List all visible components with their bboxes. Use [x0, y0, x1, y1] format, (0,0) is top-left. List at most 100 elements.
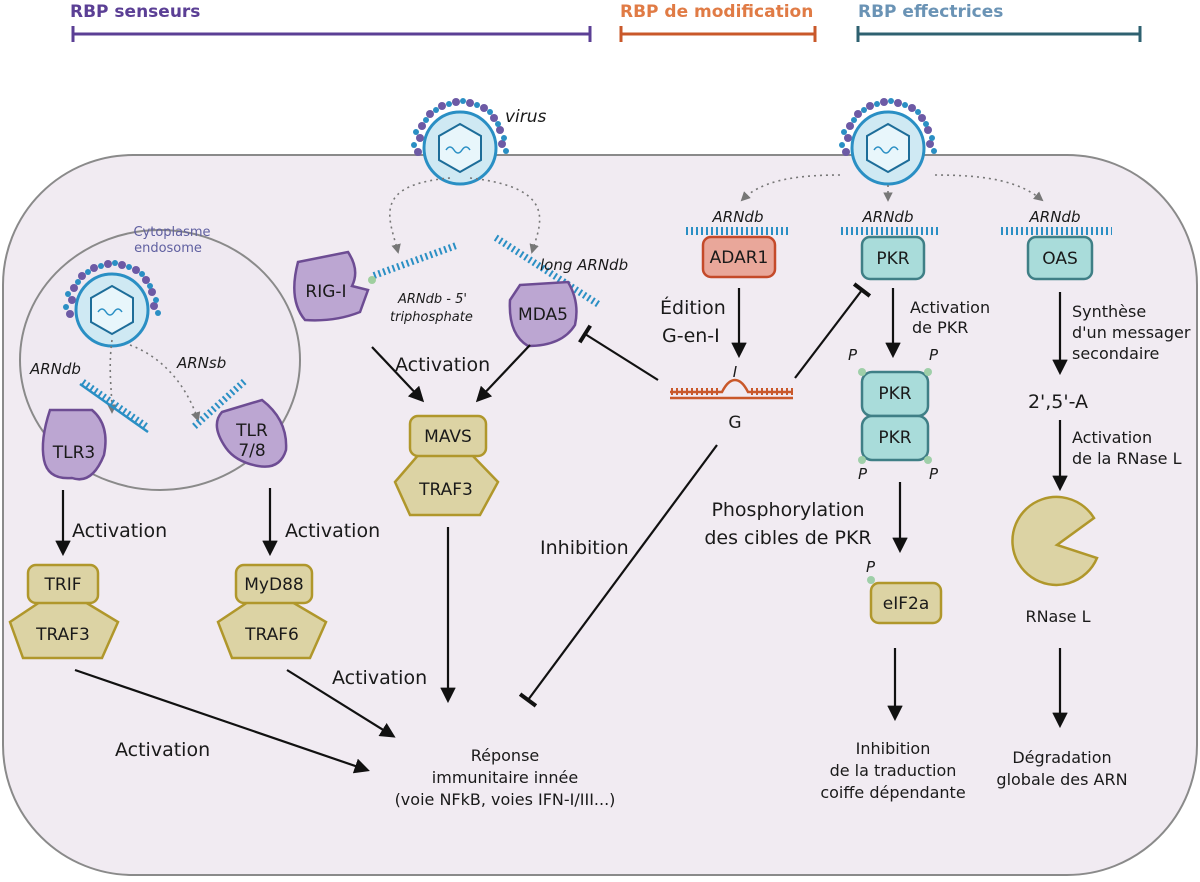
phospho-label-1: Phosphorylation [711, 499, 864, 521]
synthesis-label-1: Synthèse [1072, 302, 1146, 321]
inhibit-response [518, 444, 718, 708]
virus-label: virus [505, 107, 547, 127]
inhib-translation-line-1: Inhibition [856, 739, 931, 758]
p-mark-5: P [866, 558, 876, 576]
eif2a-label: eIF2a [883, 594, 929, 614]
header-modification: RBP de modification [620, 2, 813, 22]
eif2a-phospho-dot [867, 576, 875, 584]
activation-mavs-label: Activation [395, 354, 490, 376]
oas-node [1026, 235, 1094, 281]
bar-sensors [71, 26, 592, 42]
response-line-2: immunitaire innée [432, 768, 578, 787]
trif-label: TRIF [44, 575, 82, 595]
adar1-label: ADAR1 [710, 248, 769, 268]
pkr-dimer-bottom-label: PKR [878, 428, 911, 448]
i-mark: I [733, 363, 738, 381]
activation-trif-label: Activation [72, 520, 167, 542]
degradation-line-1: Dégradation [1012, 748, 1111, 767]
triphosphate-dot [368, 276, 376, 284]
rnasel-node [1011, 495, 1099, 587]
inhib-translation-line-3: coiffe dépendante [820, 783, 965, 802]
cell-membrane [2, 154, 1198, 876]
mda5-node [508, 280, 578, 348]
arndb-left-label: ARNdb [29, 360, 81, 378]
edited-dsrna [670, 378, 793, 400]
inhibition-label: Inhibition [540, 537, 629, 559]
g-mark: G [728, 413, 741, 433]
mavs-node [408, 414, 488, 458]
arrow-traf6-response [286, 669, 396, 738]
pkr-activation-label-2: de PKR [912, 318, 968, 337]
response-line-1: Réponse [471, 746, 540, 765]
arnsb-label: ARNsb [176, 354, 226, 372]
inhibit-pkr [794, 282, 872, 379]
adar1-node [701, 235, 777, 279]
p-mark-2: P [929, 346, 939, 364]
myd88-node [234, 563, 314, 605]
inhib-translation-line-2: de la traduction [830, 761, 957, 780]
cytoplasm-label: Cytoplasme [133, 225, 210, 240]
inhibit-mda5 [578, 324, 659, 381]
dsrna-adar [685, 227, 790, 235]
arndb-5p-label-2: triphosphate [390, 310, 473, 325]
dotted-arrow-tlr78 [129, 344, 201, 422]
ssrna-tlr78 [191, 377, 249, 430]
tlr3-receptor [41, 408, 107, 481]
phospho-dots [858, 368, 932, 464]
pkr-dimer-top-label: PKR [878, 384, 911, 404]
activation-myd88-label: Activation [285, 520, 380, 542]
trif-node [26, 563, 100, 605]
header-sensors: RBP senseurs [70, 2, 200, 22]
synthesis-label-2: d'un messager [1072, 323, 1191, 342]
edition-label-1: Édition [660, 296, 726, 319]
dotted-arrow-oas [934, 174, 1044, 202]
long-arndb-label: long ARNdb [540, 256, 628, 274]
pkr-dimer-bottom [860, 414, 930, 462]
p-mark-1: P [848, 346, 858, 364]
arndb-5p-label-1: ARNdb - 5' [397, 292, 467, 307]
activation-bottom-label: Activation [115, 739, 210, 761]
oas-label: OAS [1042, 249, 1078, 269]
p-mark-4: P [929, 465, 939, 483]
rnase-activation-label-1: Activation [1072, 428, 1152, 447]
activation-response-label: Activation [332, 667, 427, 689]
dsrna-tlr3-backbone [79, 382, 149, 434]
endosome-label: endosome [134, 241, 202, 256]
mavs-label: MAVS [424, 427, 472, 447]
arndb-pkr-label: ARNdb [862, 208, 914, 226]
tlr78-label-2: 7/8 [238, 441, 265, 461]
traf3-left-label: TRAF3 [35, 625, 90, 645]
tlr78-receptor [215, 398, 288, 468]
dsrna-pkr [838, 227, 938, 235]
myd88-label: MyD88 [244, 575, 303, 595]
two-five-a-label: 2',5'-A [1028, 391, 1088, 413]
arrow-traf3-response [74, 668, 370, 774]
traf6-label: TRAF6 [244, 625, 299, 645]
rnasel-label: RNase L [1025, 607, 1090, 626]
edition-label-2: G-en-I [662, 325, 720, 347]
bar-modification [619, 26, 817, 42]
p-mark-3: P [858, 465, 868, 483]
rnase-activation-label-2: de la RNase L [1072, 449, 1182, 468]
pkr-label: PKR [876, 249, 909, 269]
response-line-3: (voie NFkB, voies IFN-I/III...) [395, 790, 616, 809]
eif2a-node [869, 581, 943, 625]
pkr-node [860, 235, 926, 281]
phospho-label-2: des cibles de PKR [704, 527, 871, 549]
degradation-line-2: globale des ARN [996, 770, 1127, 789]
pkr-activation-label-1: Activation [910, 298, 990, 317]
long-dsrna-mda5 [492, 234, 602, 309]
synthesis-label-3: secondaire [1072, 344, 1159, 363]
bar-effectors [856, 26, 1142, 42]
arrow-mda5-mavs [475, 344, 531, 403]
rigi-node [293, 250, 370, 322]
header-effectors: RBP effectrices [858, 2, 1003, 22]
traf3-center-label: TRAF3 [418, 480, 473, 500]
tlr3-label: TLR3 [52, 443, 95, 463]
mda5-label: MDA5 [518, 305, 568, 325]
rigi-label: RIG-I [305, 282, 346, 302]
dsrna-oas [1000, 227, 1112, 235]
arndb-oas-label: ARNdb [1029, 208, 1081, 226]
